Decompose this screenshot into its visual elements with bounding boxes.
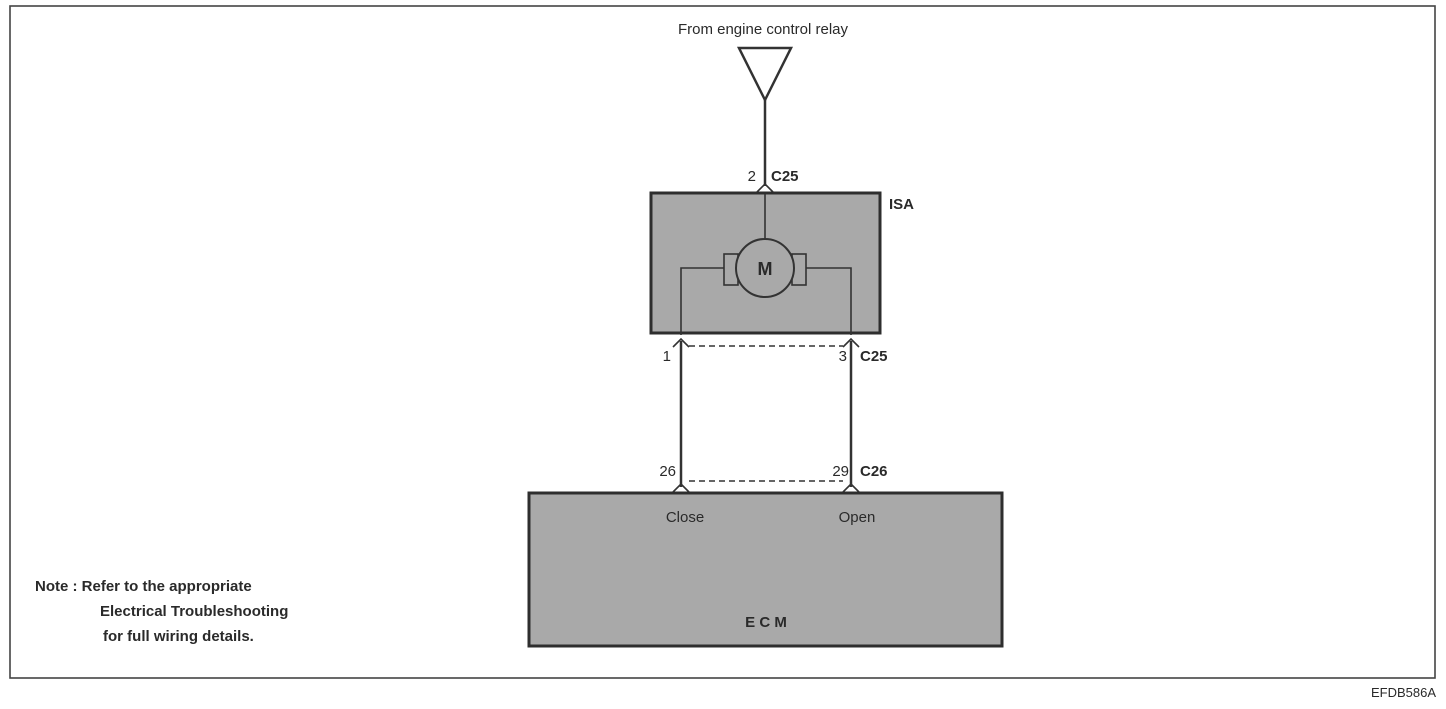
isa-connector-bottom: C25: [860, 348, 888, 365]
figure-code: EFDB586A: [1371, 685, 1436, 700]
connector-c25-pin3-icon: [842, 337, 860, 348]
isa-pin-top: 2: [748, 168, 756, 185]
connector-c26-pin26-icon: [672, 482, 690, 493]
motor-symbol-label: M: [758, 259, 773, 279]
ecm-pin-right: 29: [832, 463, 849, 480]
power-source-triangle-icon: [736, 46, 794, 103]
note-line-1: Note : Refer to the appropriate: [35, 578, 252, 595]
ecm-component-box: [527, 491, 1004, 648]
connector-c25-pin1-icon: [672, 337, 690, 348]
ecm-connector: C26: [860, 463, 888, 480]
connector-c26-pin29-icon: [842, 482, 860, 493]
motor-icon: [680, 194, 852, 335]
isa-pin-right: 3: [839, 348, 847, 365]
isa-label: ISA: [889, 196, 914, 213]
diagram-frame: [9, 5, 1436, 679]
note-line-3: for full wiring details.: [103, 628, 254, 645]
isa-connector-top: C25: [771, 168, 799, 185]
ecm-open-label: Open: [839, 509, 876, 526]
ecm-label: E C M: [745, 614, 787, 631]
isa-pin-left: 1: [663, 348, 671, 365]
note-line-2: Electrical Troubleshooting: [100, 603, 288, 620]
ecm-close-label: Close: [666, 509, 704, 526]
ecm-pin-left: 26: [659, 463, 676, 480]
source-label: From engine control relay: [678, 21, 849, 38]
connector-c25-pin2-icon: [756, 182, 774, 193]
